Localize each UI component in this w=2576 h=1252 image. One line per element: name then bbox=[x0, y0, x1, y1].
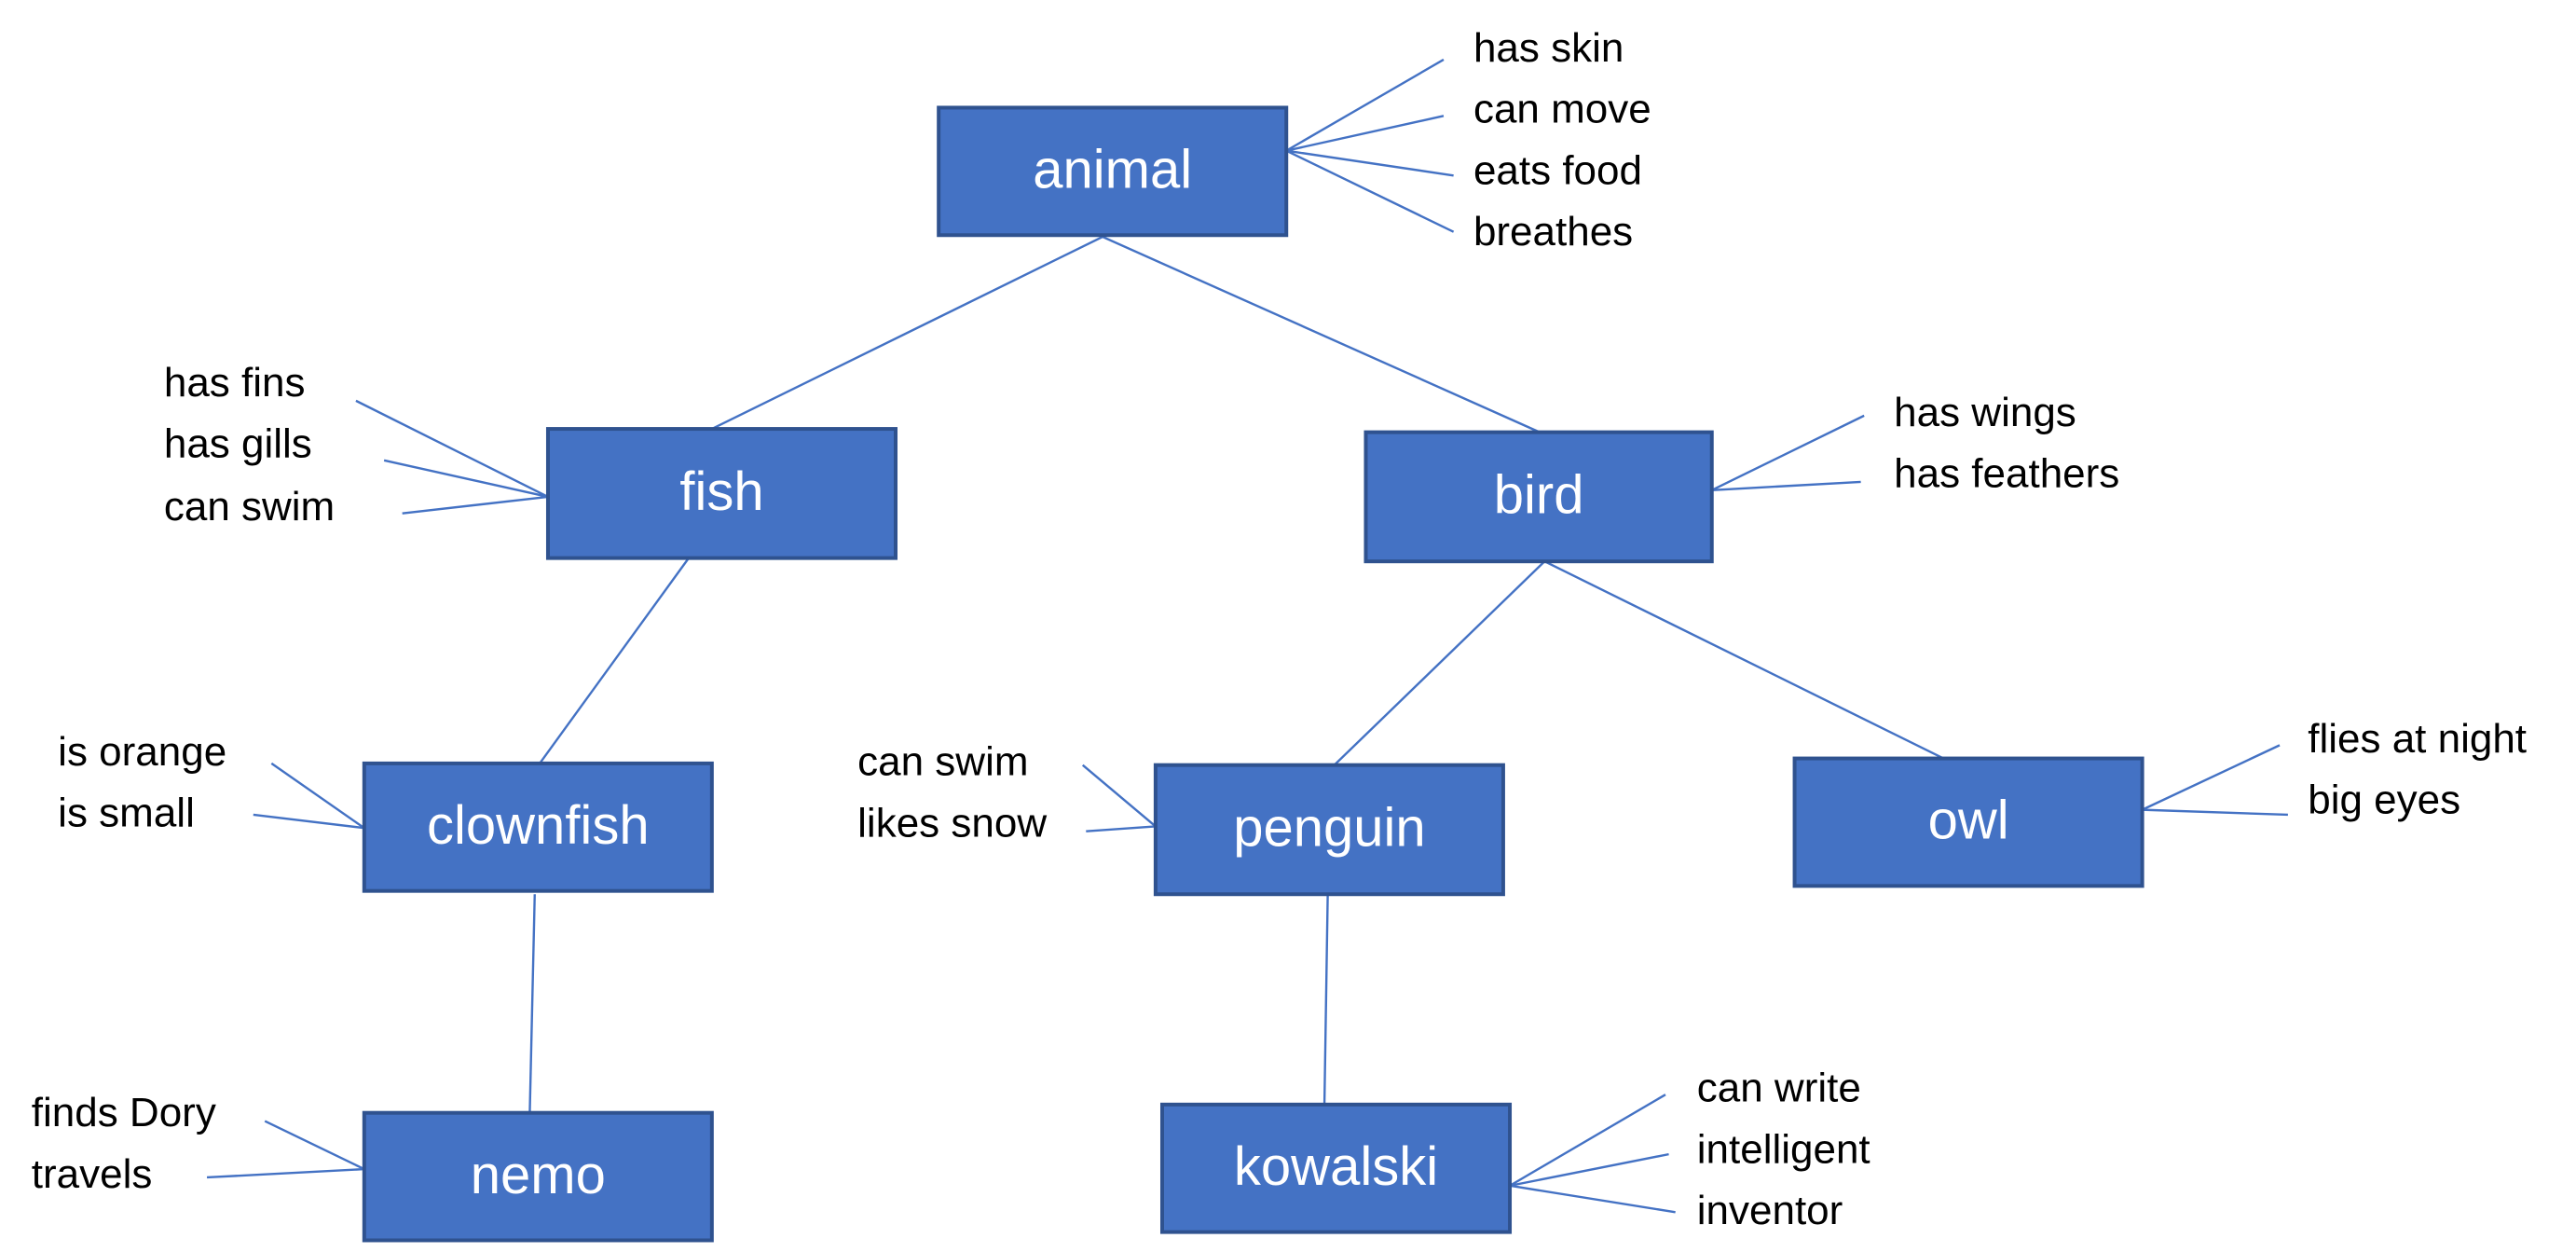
property-kowalski-1: intelligent bbox=[1697, 1126, 1870, 1172]
property-line-bird-0 bbox=[1711, 414, 1865, 491]
property-fish-0: has fins bbox=[164, 360, 306, 406]
edge-animal-to-bird bbox=[1102, 235, 1541, 433]
node-penguin: penguin bbox=[1153, 763, 1505, 897]
property-line-fish-0 bbox=[355, 399, 549, 498]
node-clownfish-label: clownfish bbox=[427, 795, 650, 856]
node-bird: bird bbox=[1363, 430, 1714, 564]
node-kowalski-label: kowalski bbox=[1234, 1136, 1438, 1197]
property-line-kowalski-2 bbox=[1509, 1184, 1676, 1214]
edge-bird-to-penguin bbox=[1333, 560, 1546, 766]
property-fish-2: can swim bbox=[164, 484, 335, 530]
property-line-clownfish-0 bbox=[270, 762, 365, 830]
property-penguin-0: can swim bbox=[857, 739, 1028, 785]
node-bird-box bbox=[1363, 430, 1714, 564]
property-kowalski-0: can write bbox=[1697, 1066, 1861, 1111]
node-clownfish: clownfish bbox=[362, 761, 714, 893]
edge-bird-to-owl bbox=[1543, 560, 1944, 760]
node-fish-box bbox=[545, 427, 898, 560]
node-animal: animal bbox=[937, 105, 1289, 238]
edge-clownfish-to-nemo bbox=[528, 894, 536, 1113]
property-line-fish-2 bbox=[402, 495, 549, 515]
node-owl-label: owl bbox=[1928, 791, 2009, 851]
property-nemo-0: finds Dory bbox=[32, 1090, 216, 1135]
property-line-animal-2 bbox=[1286, 149, 1454, 177]
property-line-fish-1 bbox=[383, 459, 549, 499]
node-fish: fish bbox=[545, 427, 898, 560]
node-penguin-label: penguin bbox=[1233, 798, 1425, 859]
node-nemo-label: nemo bbox=[471, 1145, 606, 1205]
node-fish-label: fish bbox=[679, 461, 763, 522]
property-line-animal-1 bbox=[1285, 115, 1445, 152]
property-connector-lines bbox=[206, 58, 2288, 1214]
hierarchy-edges bbox=[528, 235, 1944, 1113]
property-line-penguin-0 bbox=[1081, 764, 1157, 828]
property-line-kowalski-0 bbox=[1509, 1094, 1666, 1187]
property-line-nemo-1 bbox=[206, 1167, 364, 1179]
node-penguin-box bbox=[1153, 763, 1505, 897]
node-nemo-box bbox=[362, 1110, 714, 1243]
node-bird-label: bird bbox=[1494, 465, 1584, 526]
property-line-bird-1 bbox=[1711, 480, 1861, 491]
property-animal-3: breathes bbox=[1473, 209, 1633, 255]
property-animal-2: eats food bbox=[1473, 147, 1642, 193]
node-owl-box bbox=[1792, 756, 2144, 888]
node-kowalski-box bbox=[1159, 1102, 1513, 1234]
edge-fish-to-clownfish bbox=[539, 557, 690, 764]
property-kowalski-2: inventor bbox=[1697, 1188, 1843, 1233]
property-line-animal-3 bbox=[1285, 149, 1455, 233]
node-clownfish-box bbox=[362, 761, 714, 893]
property-animal-1: can move bbox=[1473, 87, 1651, 132]
property-fish-1: has gills bbox=[164, 421, 312, 467]
edge-penguin-to-kowalski bbox=[1322, 894, 1329, 1105]
property-owl-0: flies at night bbox=[2308, 716, 2527, 762]
property-bird-1: has feathers bbox=[1894, 451, 2119, 497]
property-line-clownfish-1 bbox=[253, 813, 364, 830]
property-line-owl-0 bbox=[2142, 744, 2281, 811]
property-clownfish-1: is small bbox=[58, 791, 195, 836]
node-nemo: nemo bbox=[362, 1110, 714, 1243]
node-owl: owl bbox=[1792, 756, 2144, 888]
property-line-owl-1 bbox=[2142, 808, 2288, 817]
node-animal-label: animal bbox=[1033, 140, 1192, 200]
edge-animal-to-fish bbox=[711, 235, 1103, 431]
property-line-nemo-0 bbox=[264, 1120, 365, 1171]
property-clownfish-0: is orange bbox=[58, 729, 226, 775]
property-labels: has skin can move eats food breathes has fin… bbox=[32, 25, 2527, 1233]
property-owl-1: big eyes bbox=[2308, 777, 2460, 822]
property-line-animal-0 bbox=[1285, 58, 1445, 152]
property-bird-0: has wings bbox=[1894, 390, 2076, 435]
node-kowalski: kowalski bbox=[1159, 1102, 1513, 1234]
property-line-penguin-1 bbox=[1086, 825, 1156, 832]
concept-nodes: animal fish bird clownfish penguin owl nemo kow… bbox=[362, 105, 2144, 1243]
property-penguin-1: likes snow bbox=[857, 800, 1047, 846]
property-animal-0: has skin bbox=[1473, 25, 1624, 71]
property-nemo-1: travels bbox=[32, 1151, 153, 1197]
node-animal-box bbox=[937, 105, 1289, 238]
property-line-kowalski-1 bbox=[1509, 1152, 1669, 1188]
